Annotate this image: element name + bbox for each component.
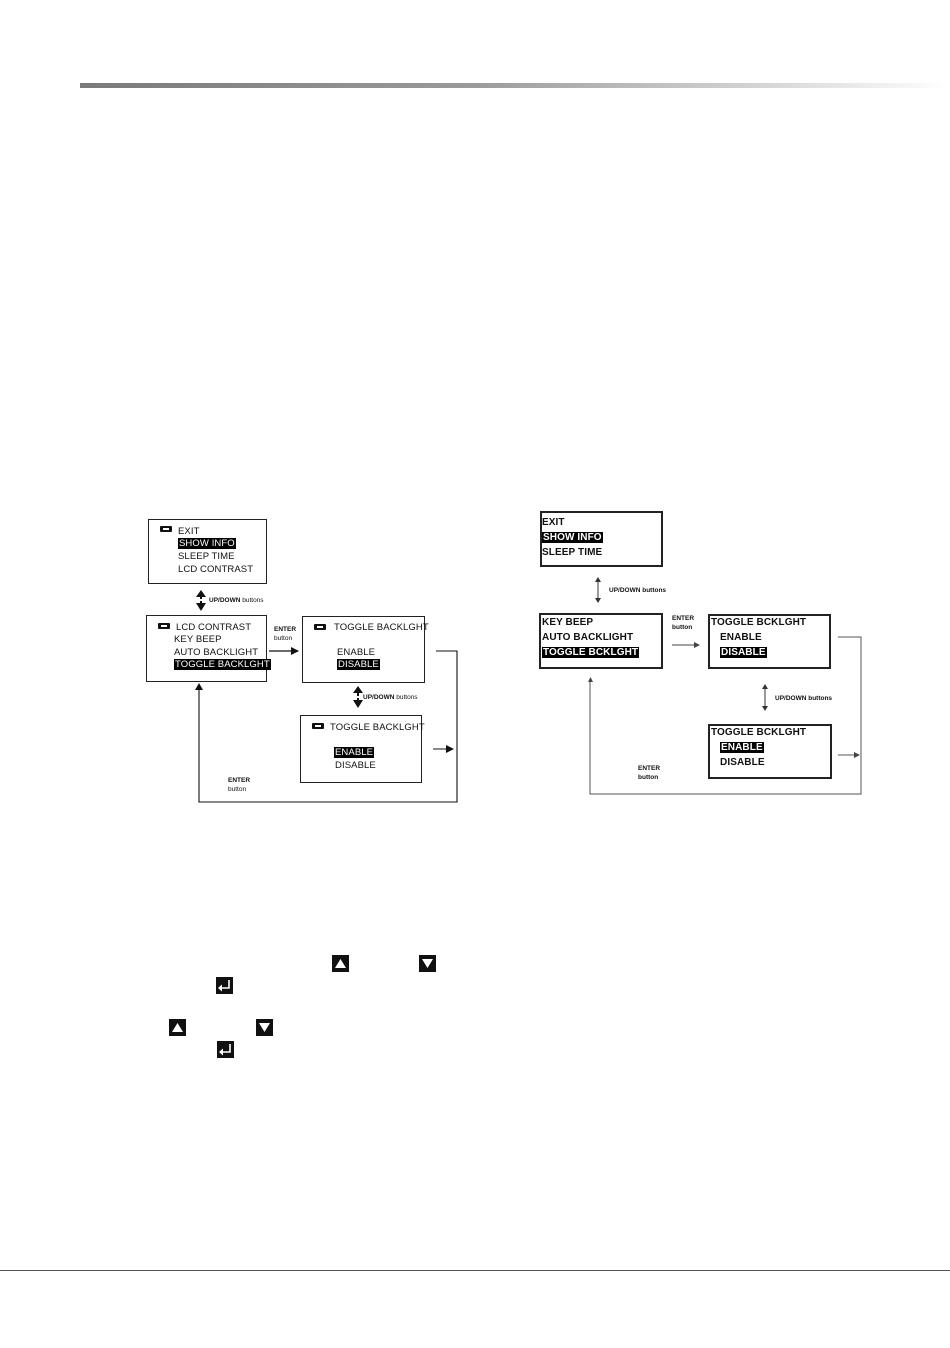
enter-return-button-icon xyxy=(216,977,233,994)
menu-line: KEY BEEP xyxy=(542,617,594,628)
down-triangle-button-icon xyxy=(419,955,436,972)
option-enable-highlighted: ENABLE xyxy=(334,747,375,758)
updown-label: UP/DOWN buttons xyxy=(609,587,667,594)
return-path xyxy=(589,636,862,795)
lcd-screen-menu: LCD CONTRAST KEY BEEP AUTO BACKLIGHT TOG… xyxy=(146,615,271,682)
lcd-screen-toggle-disable: TOGGLE BACKLGHT ENABLE DISABLE xyxy=(302,616,429,683)
menu-line: LCD CONTRAST xyxy=(176,622,252,633)
menu-line-highlighted: TOGGLE BCKLGHT xyxy=(542,647,640,658)
toggle-title: TOGGLE BACKLGHT xyxy=(330,722,425,733)
return-arrow-head xyxy=(588,677,593,682)
option-enable: ENABLE xyxy=(337,647,376,658)
battery-icon xyxy=(158,623,170,629)
option-disable-highlighted: DISABLE xyxy=(337,659,380,670)
lcd-screen-toggle-enable: TOGGLE BACKLGHT ENABLE DISABLE xyxy=(300,715,425,783)
option-disable: DISABLE xyxy=(720,757,765,768)
lcd-screen-main: EXIT SHOW INFO SLEEP TIME xyxy=(540,511,663,567)
menu-line-highlighted: SHOW INFO xyxy=(178,538,236,549)
down-triangle-button-icon xyxy=(256,1019,273,1036)
menu-line-highlighted: SHOW INFO xyxy=(542,532,603,543)
return-arrow-head xyxy=(195,683,203,690)
return-path xyxy=(198,650,458,803)
updown-double-arrow-icon xyxy=(196,590,206,611)
menu-line: AUTO BACKLIGHT xyxy=(542,632,634,643)
lcd-screen-toggle-disable: TOGGLE BCKLGHT ENABLE DISABLE xyxy=(708,614,831,669)
battery-icon xyxy=(312,723,324,729)
toggle-title: TOGGLE BACKLGHT xyxy=(334,622,429,633)
updown-double-arrow-icon xyxy=(762,684,768,711)
lcd-screen-menu: KEY BEEP AUTO BACKLIGHT TOGGLE BCKLGHT xyxy=(539,613,663,669)
battery-icon xyxy=(160,526,172,532)
toggle-title: TOGGLE BCKLGHT xyxy=(711,617,807,628)
menu-line: SLEEP TIME xyxy=(178,551,235,562)
lcd-screen-toggle-enable: TOGGLE BCKLGHT ENABLE DISABLE xyxy=(708,724,832,779)
updown-label: UP/DOWN buttons xyxy=(209,597,264,604)
option-enable-highlighted: ENABLE xyxy=(720,742,764,753)
up-triangle-button-icon xyxy=(169,1019,186,1036)
header-rule xyxy=(80,83,950,88)
menu-line: EXIT xyxy=(542,517,565,528)
option-disable: DISABLE xyxy=(335,760,376,771)
updown-double-arrow-icon xyxy=(595,577,601,603)
option-enable: ENABLE xyxy=(720,632,762,643)
menu-line: EXIT xyxy=(178,526,200,537)
option-disable-highlighted: DISABLE xyxy=(720,647,767,658)
updown-label: UP/DOWN buttons xyxy=(775,695,833,702)
menu-line: SLEEP TIME xyxy=(542,547,603,558)
up-triangle-button-icon xyxy=(332,955,349,972)
toggle-title: TOGGLE BCKLGHT xyxy=(711,727,807,738)
footer-rule xyxy=(0,1270,950,1271)
menu-line: AUTO BACKLIGHT xyxy=(174,647,259,658)
updown-double-arrow-icon xyxy=(353,686,363,708)
enter-return-button-icon xyxy=(217,1041,234,1058)
battery-icon xyxy=(314,624,326,630)
menu-line-highlighted: TOGGLE BACKLGHT xyxy=(174,659,271,670)
updown-label: UP/DOWN buttons xyxy=(363,694,418,701)
menu-line: LCD CONTRAST xyxy=(178,564,254,575)
menu-line: KEY BEEP xyxy=(174,634,222,645)
lcd-screen-main: EXIT SHOW INFO SLEEP TIME LCD CONTRAST xyxy=(148,519,267,584)
